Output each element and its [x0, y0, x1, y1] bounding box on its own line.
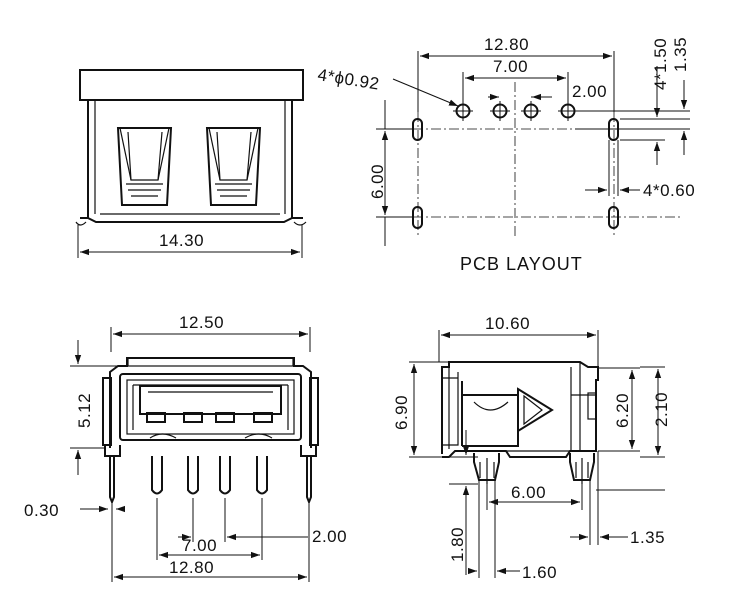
- front-view: 12.50 5.12 0.30 7.00 2.00 12.80: [24, 313, 347, 582]
- front-height-label: 5.12: [75, 393, 94, 428]
- side-pin-offset-label: 1.35: [630, 528, 665, 547]
- side-body-height-label: 6.20: [613, 393, 632, 428]
- front-contacts: [146, 412, 273, 423]
- side-height-label: 6.90: [392, 395, 411, 430]
- dimension-14-30: 14.30: [77, 225, 303, 258]
- pcb-slot-width-label: 4*0.60: [643, 181, 695, 200]
- side-pin-spacing-label: 6.00: [511, 483, 546, 502]
- front-pin-thickness-label: 0.30: [24, 501, 59, 520]
- front-pitch-small-label: 2.00: [312, 527, 347, 546]
- front-pitch-outer-label: 12.80: [169, 558, 214, 577]
- pcb-pitch-inner-label: 7.00: [493, 57, 528, 76]
- top-width-label: 14.30: [159, 231, 204, 250]
- pcb-layout-title: PCB LAYOUT: [460, 254, 583, 274]
- pcb-slots: [412, 118, 619, 229]
- pcb-pitch-outer-label: 12.80: [484, 35, 529, 54]
- side-pins: [473, 453, 595, 484]
- side-pin-length-label: 1.80: [448, 527, 467, 562]
- side-length-label: 10.60: [485, 314, 530, 333]
- front-pitch-inner-label: 7.00: [182, 536, 217, 555]
- side-height-right-label: 2.10: [652, 392, 671, 427]
- pcb-holes: [453, 101, 578, 121]
- top-contact-left: [116, 127, 173, 206]
- top-contact-right: [205, 127, 262, 206]
- front-width-label: 12.50: [179, 313, 224, 332]
- pcb-hole-label: 4*ϕ0.92: [316, 65, 380, 93]
- front-signal-pins: [151, 456, 268, 495]
- pcb-layout: 12.80 7.00 2.00 4*ϕ0.92 6.00 4*1.50 1.35…: [316, 35, 695, 274]
- pcb-offset-label: 1.35: [671, 37, 690, 72]
- top-view: 14.30: [75, 69, 307, 258]
- side-pin-width-label: 1.60: [522, 563, 557, 582]
- pcb-row-spacing-label: 6.00: [368, 164, 387, 199]
- pcb-slot-length-label: 4*1.50: [651, 38, 670, 90]
- pcb-pitch-small-label: 2.00: [572, 82, 607, 101]
- side-view: 10.60 6.90 6.20 2.10 6.00 1.80 1.60 1.35: [392, 314, 671, 582]
